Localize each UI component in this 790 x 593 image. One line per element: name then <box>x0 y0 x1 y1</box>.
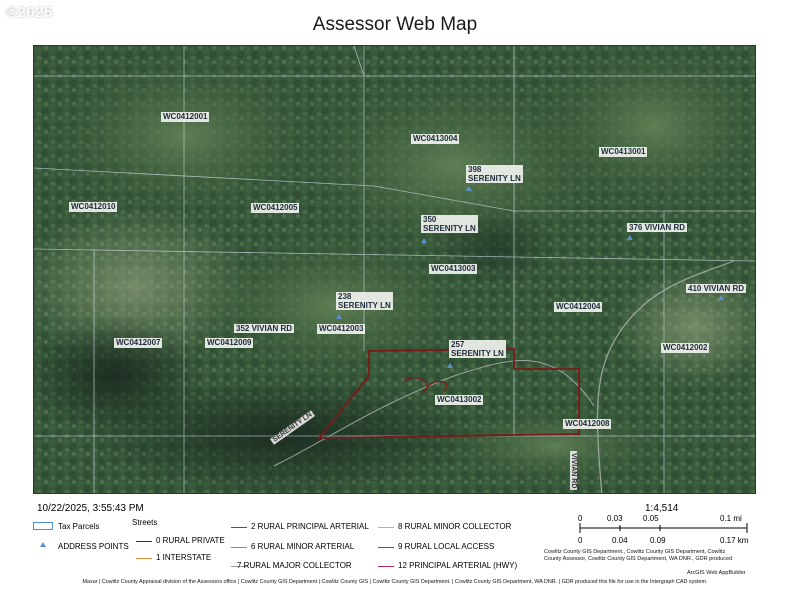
parcel-label[interactable]: WC0413001 <box>599 147 648 157</box>
address-label[interactable]: 410 VIVIAN RD <box>686 284 747 293</box>
legend-street-label: 7 RURAL MAJOR COLLECTOR <box>237 561 352 570</box>
address-number: 398 <box>468 165 482 174</box>
legend-address-points-label: ADDRESS POINTS <box>58 542 129 551</box>
legend-street-label: 1 INTERSTATE <box>156 553 212 562</box>
parcel-label[interactable]: WC0412005 <box>251 203 300 213</box>
address-street: SERENITY LN <box>468 174 521 183</box>
parcel-label[interactable]: WC0412002 <box>661 343 710 353</box>
address-point-icon[interactable] <box>718 295 724 300</box>
address-point-swatch-icon <box>40 542 46 547</box>
subject-parcel-scribble <box>403 377 448 393</box>
address-number: 350 <box>423 215 437 224</box>
address-point-icon[interactable] <box>447 363 453 368</box>
subject-parcel-outline <box>317 348 580 439</box>
address-point-icon[interactable] <box>421 238 427 243</box>
scale-mi-tick: 0.1 mi <box>720 514 742 523</box>
attribution-line-2: County Assessor, Cowlitz County GIS Depa… <box>544 556 733 562</box>
parcel-label[interactable]: WC0412004 <box>554 302 603 312</box>
parcel-label[interactable]: WC0413003 <box>429 264 478 274</box>
parcel-label[interactable]: WC0413002 <box>435 395 484 405</box>
legend-street-label: 2 RURAL PRINCIPAL ARTERIAL <box>251 522 369 531</box>
map-view[interactable]: WC0412001 WC0413004 WC0413001 WC0412010 … <box>33 45 756 494</box>
parcel-label[interactable]: WC0412001 <box>161 112 210 122</box>
address-street: SERENITY LN <box>451 349 504 358</box>
parcel-label[interactable]: WC0412007 <box>114 338 163 348</box>
parcel-label[interactable]: WC0412009 <box>205 338 254 348</box>
attribution-line-1: Cowlitz County GIS Department., Cowlitz … <box>544 549 726 555</box>
legend-streets-heading: Streets <box>132 518 158 527</box>
legend-street-swatch <box>231 527 247 528</box>
legend-street-swatch <box>378 527 394 528</box>
aerial-imagery <box>34 46 755 493</box>
scale-km-tick: 0.04 <box>612 536 628 545</box>
address-label[interactable]: 398 SERENITY LN <box>466 165 523 183</box>
legend-street-swatch <box>231 566 247 567</box>
legend-street-swatch <box>378 547 394 548</box>
scale-mi-tick: 0.03 <box>607 514 623 523</box>
address-point-icon[interactable] <box>627 235 633 240</box>
address-label[interactable]: 352 VIVIAN RD <box>234 324 295 333</box>
arcgis-appbuilder-label: ArcGIS Web AppBuilder <box>687 570 746 576</box>
parcel-label[interactable]: WC0412003 <box>317 324 366 334</box>
legend-street-label: 6 RURAL MINOR ARTERIAL <box>251 542 355 551</box>
address-number: 238 <box>338 292 352 301</box>
address-street: SERENITY LN <box>338 301 391 310</box>
address-label[interactable]: 350 SERENITY LN <box>421 215 478 233</box>
address-point-icon[interactable] <box>466 186 472 191</box>
scale-km-tick: 0 <box>578 536 583 545</box>
scale-mi-tick: 0.05 <box>643 514 659 523</box>
print-timestamp: 10/22/2025, 3:55:43 PM <box>37 503 144 514</box>
scale-ratio: 1:4,514 <box>645 503 679 514</box>
parcel-label[interactable]: WC0413004 <box>411 134 460 144</box>
parcel-label[interactable]: WC0412008 <box>563 419 612 429</box>
footer-credits: Maxar | Cowlitz County Appraisal divisio… <box>82 579 708 585</box>
parcel-label[interactable]: WC0412010 <box>69 202 118 212</box>
legend-street-swatch <box>136 558 152 559</box>
parcel-boundaries <box>34 46 755 493</box>
address-street: SERENITY LN <box>423 224 476 233</box>
tax-parcel-swatch <box>33 522 53 530</box>
copyright-watermark: ©2025 <box>6 4 53 21</box>
serenity-ln-centerline <box>273 360 595 467</box>
legend-street-label: 9 RURAL LOCAL ACCESS <box>398 542 495 551</box>
legend-street-swatch <box>136 541 152 542</box>
address-label[interactable]: 376 VIVIAN RD <box>627 223 688 232</box>
legend-street-label: 12 PRINCIPAL ARTERIAL (HWY) <box>398 561 518 570</box>
legend-street-label: 8 RURAL MINOR COLLECTOR <box>398 522 512 531</box>
scale-km-tick: 0.09 <box>650 536 666 545</box>
map-title: Assessor Web Map <box>312 14 478 35</box>
address-number: 257 <box>451 340 465 349</box>
scale-km-tick: 0.17 km <box>720 536 749 545</box>
address-label[interactable]: 238 SERENITY LN <box>336 292 393 310</box>
address-point-icon[interactable] <box>336 314 342 319</box>
vivian-rd-centerline <box>596 260 735 493</box>
legend-street-label: 0 RURAL PRIVATE <box>156 536 225 545</box>
legend-tax-parcels-label: Tax Parcels <box>58 522 100 531</box>
legend-street-swatch <box>231 547 247 548</box>
road-label-vivian-rd: VIVIAN RD <box>570 451 577 491</box>
scale-bar <box>579 523 748 533</box>
legend-street-swatch <box>378 566 394 567</box>
scale-mi-tick: 0 <box>578 514 583 523</box>
address-label[interactable]: 257 SERENITY LN <box>449 340 506 358</box>
